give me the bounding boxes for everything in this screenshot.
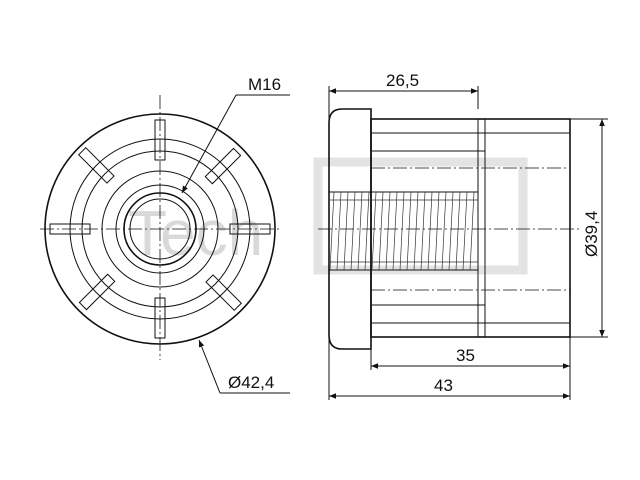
front-view: M16 Ø42,4 <box>40 75 290 394</box>
thread-label: M16 <box>248 75 281 94</box>
total-length-label: 43 <box>434 376 453 395</box>
body-length-label: 35 <box>456 346 475 365</box>
thread-hatch <box>329 191 478 271</box>
body-diameter-label: Ø39,4 <box>582 211 601 257</box>
front-diameter-label: Ø42,4 <box>228 373 274 392</box>
side-view: 26,5 35 43 Ø39,4 <box>318 71 608 400</box>
front-ribs <box>49 119 271 339</box>
head-length-label: 26,5 <box>386 71 419 90</box>
